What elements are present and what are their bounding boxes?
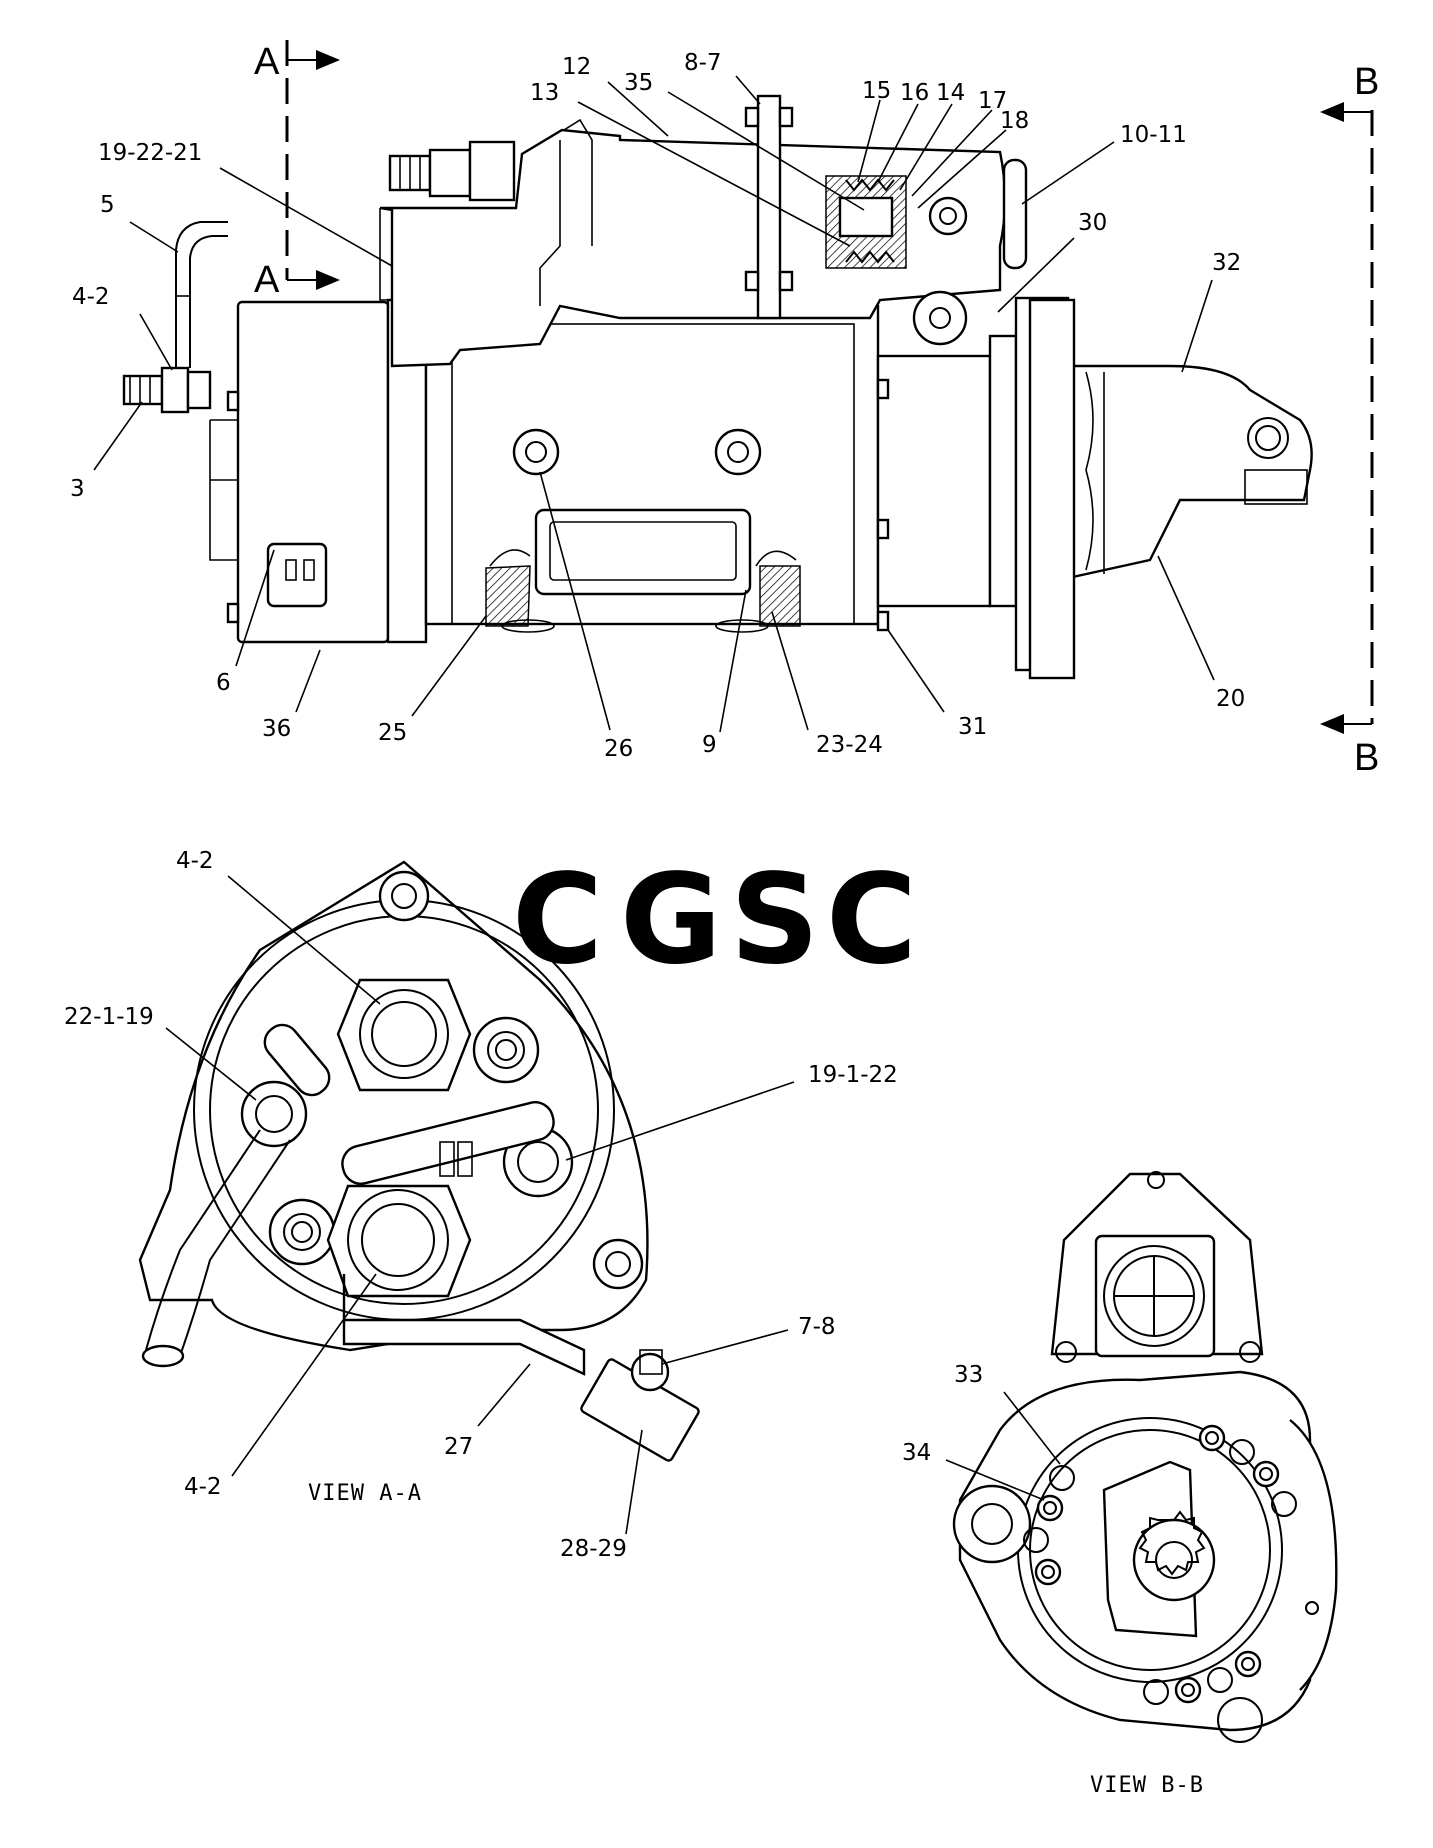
section-b-bottom: B <box>1354 737 1379 779</box>
section-a-top: A <box>254 41 280 83</box>
callout-main-16: 3 <box>70 476 85 502</box>
watermark-letter-g: G <box>620 848 722 992</box>
callout-aa-3: 19-1-22 <box>808 1062 898 1088</box>
callout-main-18: 36 <box>262 716 291 742</box>
view-bb-label: VIEW B-B <box>1090 1773 1204 1798</box>
callout-main-3: 35 <box>624 70 653 96</box>
callouts-main: 19-22-21 12 35 8-7 13 15 16 14 17 18 10-… <box>70 50 1245 762</box>
view-aa-label: VIEW A-A <box>308 1481 422 1506</box>
callout-aa-4: 7-8 <box>798 1314 836 1340</box>
starter-side-view <box>93 40 1374 734</box>
watermark-logo: C G S C <box>512 848 917 992</box>
callout-main-22: 23-24 <box>816 732 883 758</box>
view-bb-drawing <box>945 1171 1338 1743</box>
callout-aa-5: 27 <box>444 1434 473 1460</box>
section-b-top: B <box>1354 61 1379 103</box>
callout-main-1: 19-22-21 <box>98 140 202 166</box>
callout-aa-1: 4-2 <box>176 848 214 874</box>
callout-main-14: 5 <box>100 192 115 218</box>
callout-aa-6: 4-2 <box>184 1474 222 1500</box>
callout-main-6: 15 <box>862 78 891 104</box>
callout-main-15: 4-2 <box>72 284 110 310</box>
callout-main-19: 25 <box>378 720 407 746</box>
watermark-letter-c2: C <box>826 848 917 992</box>
view-aa-drawing <box>138 860 795 1535</box>
callout-main-24: 20 <box>1216 686 1245 712</box>
callout-main-2: 12 <box>562 54 591 80</box>
callout-aa-2: 22-1-19 <box>64 1004 154 1030</box>
callout-main-7: 16 <box>900 80 929 106</box>
callout-aa-7: 28-29 <box>560 1536 627 1562</box>
section-a-bottom: A <box>254 259 280 301</box>
callout-main-23: 31 <box>958 714 987 740</box>
callout-bb-2: 34 <box>902 1440 931 1466</box>
watermark-letter-s: S <box>730 848 819 992</box>
callout-main-20: 26 <box>604 736 633 762</box>
callout-main-8: 14 <box>936 80 965 106</box>
callout-main-13: 32 <box>1212 250 1241 276</box>
callout-main-5: 13 <box>530 80 559 106</box>
callout-main-10: 18 <box>1000 108 1029 134</box>
callout-main-21: 9 <box>702 732 717 758</box>
section-markers: A A B B <box>254 41 1379 779</box>
callouts-view-aa: 4-2 22-1-19 19-1-22 7-8 27 4-2 28-29 VIE… <box>64 848 898 1562</box>
callout-main-9: 17 <box>978 88 1007 114</box>
callout-main-12: 30 <box>1078 210 1107 236</box>
callout-bb-1: 33 <box>954 1362 983 1388</box>
callout-main-11: 10-11 <box>1120 122 1187 148</box>
callout-main-17: 6 <box>216 670 231 696</box>
callout-main-4: 8-7 <box>684 50 722 76</box>
callouts-view-bb: 33 34 VIEW B-B <box>902 1362 1204 1798</box>
